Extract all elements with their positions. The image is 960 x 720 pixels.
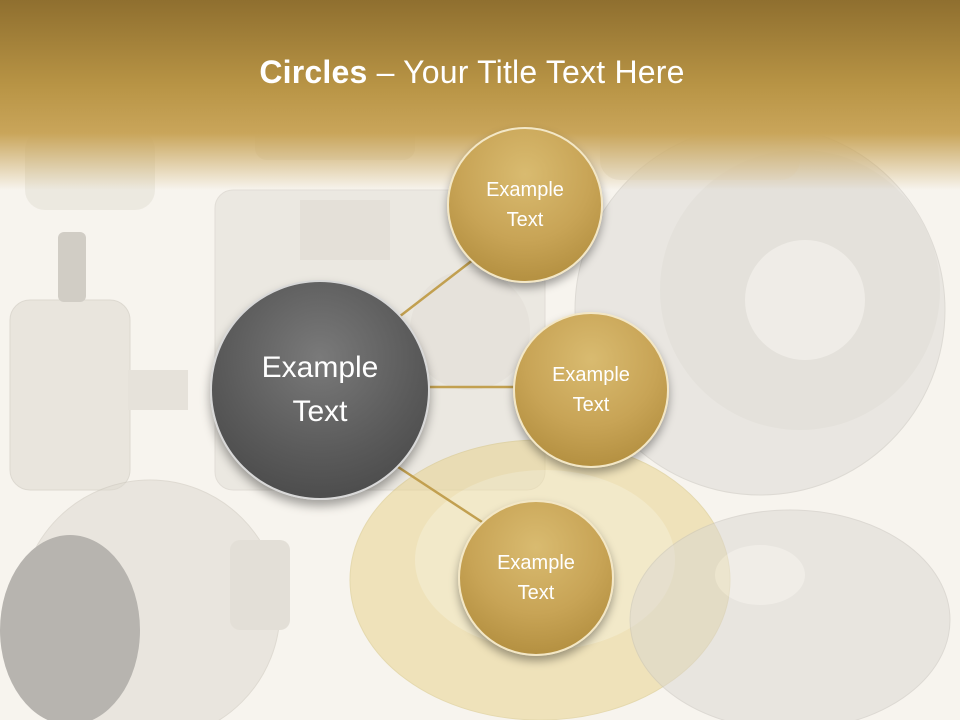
ignition-coil-icon: [9, 232, 188, 491]
connector-line-top: [394, 255, 479, 321]
pressure-plate-icon: [629, 509, 951, 720]
alternator-icon: [0, 479, 290, 720]
connector-line-bottom: [394, 463, 483, 524]
circle-item-middle[interactable]: Example Text: [513, 312, 669, 468]
circle-item-bottom[interactable]: Example Text: [458, 500, 614, 656]
title-bold: Circles: [259, 54, 368, 90]
center-circle-label: Example Text: [261, 351, 379, 428]
circle-item-label: Example Text: [552, 364, 630, 416]
circle-item-top[interactable]: Example Text: [447, 127, 603, 283]
circle-item-label: Example Text: [486, 179, 564, 231]
center-circle[interactable]: Example Text: [210, 280, 430, 500]
circle-item-label: Example Text: [497, 552, 575, 604]
slide-title: Circles – Your Title Text Here: [0, 54, 944, 91]
title-rest: – Your Title Text Here: [367, 54, 685, 90]
